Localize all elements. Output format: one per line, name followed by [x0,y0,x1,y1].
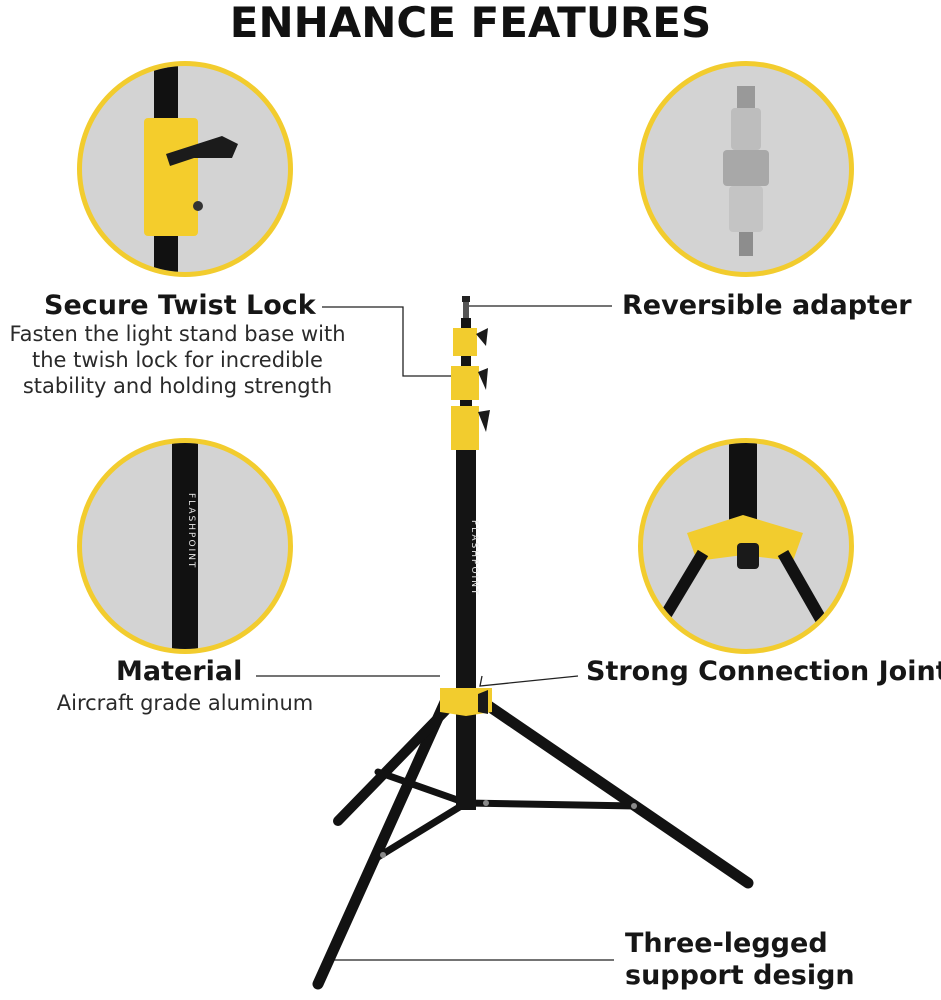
adapter-heading: Reversible adapter [622,290,912,321]
yellow-twist-locks [451,328,490,450]
joint-heading: Strong Connection Joint [586,656,941,687]
legs-heading: Three-legged support design [625,928,855,992]
svg-text:FLASHPOINT: FLASHPOINT [186,493,196,569]
adapter-closeup-image [638,61,854,277]
twist-lock-description-line: Fasten the light stand base with [9,322,346,346]
twist-lock-leader [322,306,454,377]
center-pole [456,440,476,810]
callout-lines [256,305,614,961]
pole-brand-text: FLASHPOINT [469,520,479,596]
legs-heading-line: Three-legged [625,928,828,959]
joint-closeup-image [638,438,854,654]
twist-lock-description-line: the twish lock for incredible [32,348,323,372]
twist-lock-closeup-image [77,61,293,277]
page-title: ENHANCE FEATURES [229,0,712,47]
twist-lock-description: Fasten the light stand base with the twi… [0,321,355,399]
material-closeup-image: FLASHPOINT [77,438,293,654]
material-heading: Material [116,656,243,687]
legs-heading-line: support design [625,960,855,991]
twist-lock-heading: Secure Twist Lock [44,290,316,321]
material-description: Aircraft grade aluminum [56,691,314,715]
joint-leader [479,675,579,687]
tripod-legs [312,694,754,990]
twist-lock-description-line: stability and holding strength [22,374,333,398]
